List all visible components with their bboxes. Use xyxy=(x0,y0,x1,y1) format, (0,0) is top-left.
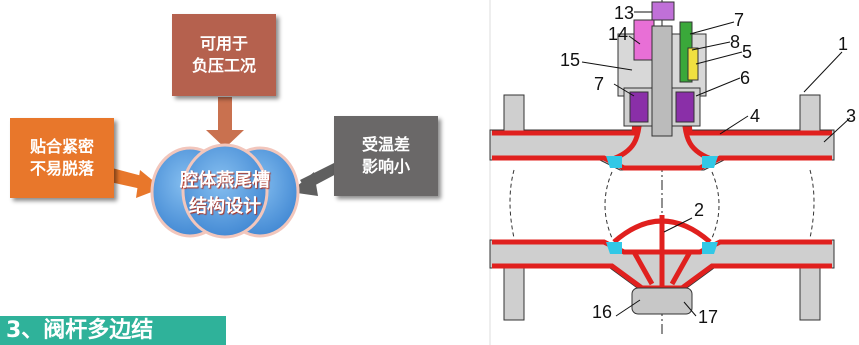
valve-cross-section: 13 14 15 7 7 8 5 6 4 1 3 2 16 17 xyxy=(489,0,856,345)
label-5: 5 xyxy=(742,42,752,62)
label-17: 17 xyxy=(698,307,718,327)
label-15: 15 xyxy=(560,50,580,70)
label-13: 13 xyxy=(614,3,634,23)
arrow-top-down xyxy=(206,97,244,148)
negative-pressure-line1: 可用于 xyxy=(199,34,248,54)
temperature-box: 受温差 影响小 xyxy=(334,116,438,196)
center-line1: 腔体燕尾槽 xyxy=(180,170,270,191)
stem-packing xyxy=(617,1,707,137)
label-6: 6 xyxy=(740,68,750,88)
label-3: 3 xyxy=(846,106,856,126)
bottom-plug xyxy=(631,287,693,315)
negative-pressure-box: 可用于 负压工况 xyxy=(172,14,276,96)
tight-fit-line1: 贴合紧密 xyxy=(29,137,94,157)
tight-fit-box: 贴合紧密 不易脱落 xyxy=(10,118,114,198)
label-16: 16 xyxy=(592,302,612,322)
temperature-line2: 影响小 xyxy=(361,157,410,176)
section-header: 3、阀杆多边结 xyxy=(0,316,226,345)
tight-fit-line2: 不易脱落 xyxy=(29,159,94,178)
arrow-left-right xyxy=(110,168,162,198)
leader-lines xyxy=(581,11,851,317)
label-14: 14 xyxy=(608,24,628,44)
label-7-left: 7 xyxy=(594,74,604,94)
negative-pressure-line2: 负压工况 xyxy=(191,56,256,75)
temperature-line1: 受温差 xyxy=(361,135,410,155)
label-4: 4 xyxy=(750,106,760,126)
label-1: 1 xyxy=(838,34,848,54)
center-title: 腔体燕尾槽 结构设计 xyxy=(150,168,300,220)
label-2: 2 xyxy=(694,200,704,220)
center-line2: 结构设计 xyxy=(189,196,261,218)
valve-seats xyxy=(606,156,718,254)
label-7-right: 7 xyxy=(734,10,744,30)
concept-arrows xyxy=(110,97,340,198)
center-cloud xyxy=(150,143,300,239)
label-8: 8 xyxy=(730,32,740,52)
